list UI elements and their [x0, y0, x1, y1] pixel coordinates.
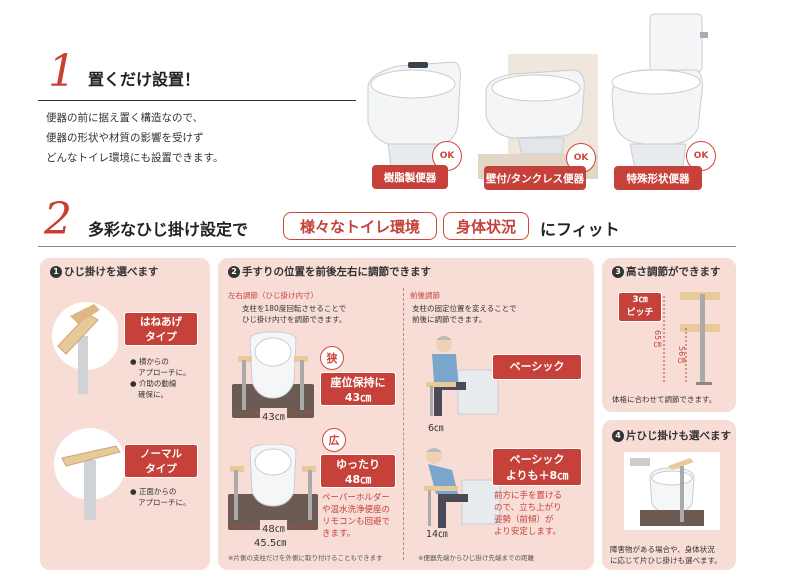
toilet-label-wall: 壁付/タンクレス便器 — [484, 166, 586, 190]
narrow-label: 座位保持に — [330, 376, 386, 389]
narrow-setting-box: 座位保持に 43㎝ — [320, 372, 396, 406]
toilet-special-illustration — [604, 8, 716, 178]
basic-position-illustration — [408, 330, 500, 426]
left-footnote: ※片側の支柱だけを外側に取り付けることもできます — [228, 554, 383, 562]
basic-label: ベーシック — [492, 354, 582, 380]
pitch-label: 3㎝ ピッチ — [618, 292, 662, 322]
section2-number: 2 — [44, 194, 72, 245]
narrow-setting-illustration — [228, 330, 318, 428]
pill-physical-condition: 身体状況 — [443, 212, 529, 240]
toilet-label-special: 特殊形状便器 — [614, 166, 702, 190]
panel1-heading-text: ひじ掛けを選べます — [64, 266, 159, 278]
flipup-note-3: ● 介助の動線 — [130, 379, 177, 388]
normal-notes: ● 正面からの アプローチに。 — [130, 486, 191, 508]
panel3-num: 3 — [612, 265, 624, 278]
fb-desc-2: 前後に調節できます。 — [412, 315, 487, 324]
normal-note-1: ● 正面からの — [130, 487, 177, 496]
panel3-note: 体格に合わせて調節できます。 — [612, 395, 717, 404]
wide-setting-box: ゆったり 48㎝ — [320, 454, 396, 488]
panel4-num: 4 — [612, 429, 624, 442]
panel2-divider — [403, 288, 404, 560]
narrow-value: 43㎝ — [344, 391, 372, 404]
wide-note-1: ペーパーホルダー — [322, 493, 390, 503]
section2-title-post: にフィット — [540, 220, 620, 239]
wide-note-2: や温水洗浄便座の — [322, 505, 391, 515]
flipup-note-1: ● 横からの — [130, 357, 169, 366]
section1-number: 1 — [48, 46, 76, 97]
wide-note-4: きます。 — [322, 529, 356, 539]
plus-note-4: より安定します。 — [494, 527, 561, 537]
panel2-heading-text: 手すりの位置を前後左右に調節できます — [242, 266, 431, 278]
height-65: 65㎝ — [653, 330, 662, 349]
flipup-armrest-illustration — [48, 296, 120, 394]
narrow-badge: 狭 — [320, 346, 344, 370]
panel4-heading-text: 片ひじ掛けも選べます — [626, 430, 731, 442]
wide-note-3: リモコンも回避で — [322, 517, 391, 527]
panel3-heading-text: 高さ調節ができます — [626, 266, 721, 278]
left-right-desc: 支柱を180度回転させることで ひじ掛け内寸を調節できます。 — [242, 303, 346, 325]
toilet-label-resin: 樹脂製便器 — [372, 165, 448, 189]
left-right-subtitle: 左右調節（ひじ掛け内寸） — [228, 291, 318, 300]
wide-badge: 広 — [322, 428, 346, 452]
plus-note: 前方に手を置ける ので、立ち上がり 姿勢（前傾）が より安定します。 — [494, 490, 562, 538]
front-back-subtitle: 前後調節 — [410, 291, 440, 300]
section2-underline — [38, 246, 736, 247]
panel1-num: 1 — [50, 265, 62, 278]
wide-dim2-text: 45.5㎝ — [254, 538, 287, 549]
section1-underline — [38, 100, 356, 101]
flipup-note-2: アプローチに。 — [138, 368, 191, 377]
height-adjust-illustration — [650, 286, 730, 386]
single-armrest-illustration — [620, 448, 724, 530]
plus-note-2: ので、立ち上がり — [494, 503, 562, 513]
body-line-2: 便器の形状や材質の影響を受けず — [46, 132, 204, 144]
panel4-note-2: に応じて片ひじ掛けも選べます。 — [610, 556, 722, 565]
plus-note-3: 姿勢（前傾）が — [494, 515, 554, 525]
flipup-type-label: はねあげ タイプ — [124, 312, 198, 346]
body-line-3: どんなトイレ環境にも設置できます。 — [46, 152, 224, 164]
fb-desc-1: 支柱の固定位置を変えることで — [412, 304, 517, 313]
panel2-num: 2 — [228, 265, 240, 278]
wide-label: ゆったり — [336, 458, 380, 471]
body-line-1: 便器の前に据え置く構造なので、 — [46, 112, 204, 124]
right-footnote: ※便器先端からひじ掛け先端までの距離 — [418, 554, 534, 562]
wide-dim-text: 48㎝ — [260, 520, 287, 535]
flipup-notes: ● 横からの アプローチに。 ● 介助の動線 確保に。 — [130, 356, 191, 400]
narrow-dim-text: 43㎝ — [260, 408, 287, 423]
plus-position-illustration — [408, 434, 502, 534]
flipup-note-4: 確保に。 — [138, 390, 168, 399]
pill-toilet-environment: 様々なトイレ環境 — [283, 212, 437, 240]
lr-desc-2: ひじ掛け内寸を調節できます。 — [242, 315, 347, 324]
wide-setting-illustration — [226, 443, 320, 536]
front-back-desc: 支柱の固定位置を変えることで 前後に調節できます。 — [412, 303, 517, 325]
section2-title-pre: 多彩なひじ掛け設定で — [88, 220, 249, 239]
panel4-note: 障害物がある場合や、身体状況 に応じて片ひじ掛けも選べます。 — [610, 544, 722, 566]
wide-value: 48㎝ — [344, 473, 372, 486]
plus-dim-text: 14㎝ — [426, 529, 448, 540]
panel-height-adjust — [602, 258, 736, 412]
plus-label: ベーシック よりも＋8㎝ — [492, 448, 582, 486]
height-56: 56㎝ — [677, 346, 686, 365]
normal-note-2: アプローチに。 — [138, 498, 191, 507]
normal-armrest-illustration — [50, 424, 128, 520]
section1-body: 便器の前に据え置く構造なので、 便器の形状や材質の影響を受けず どんなトイレ環境… — [46, 108, 223, 168]
panel4-note-1: 障害物がある場合や、身体状況 — [610, 545, 715, 554]
wide-note: ペーパーホルダー や温水洗浄便座の リモコンも回避で きます。 — [322, 492, 390, 540]
basic-dim-text: 6㎝ — [428, 423, 444, 434]
lr-desc-1: 支柱を180度回転させることで — [242, 304, 347, 313]
normal-type-label: ノーマル タイプ — [124, 444, 198, 478]
section1-title: 置くだけ設置！ — [88, 70, 201, 89]
plus-note-1: 前方に手を置ける — [494, 491, 563, 501]
